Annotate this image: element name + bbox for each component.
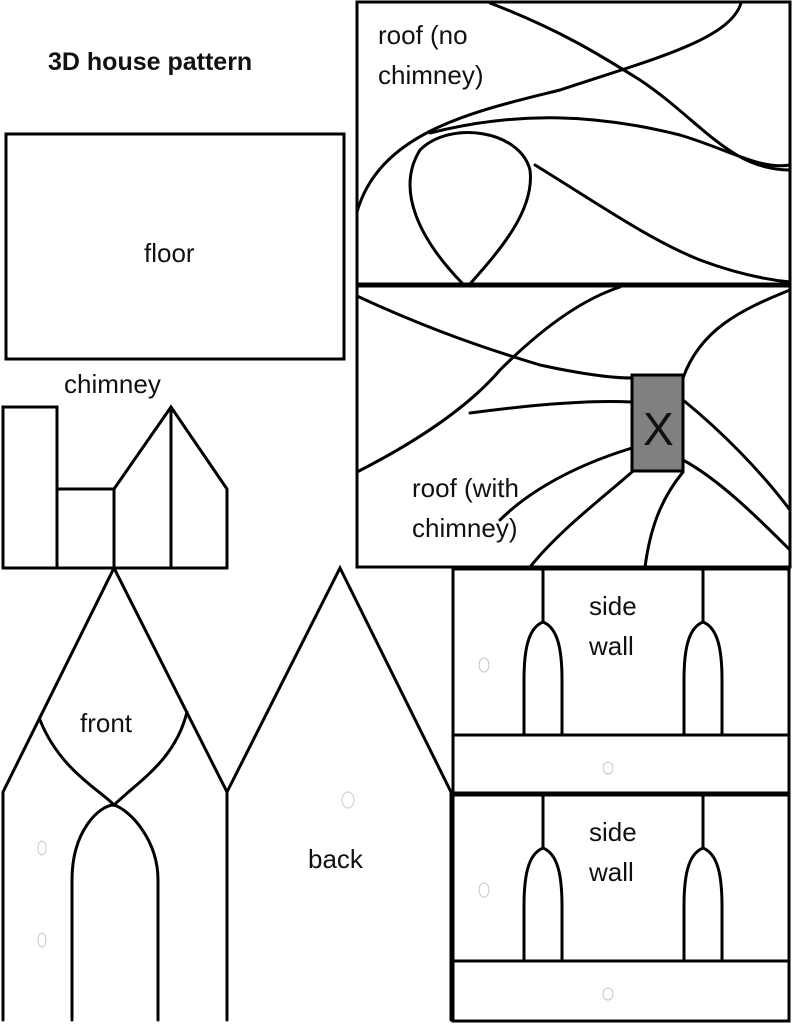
side-wall-2-label-line1: side — [589, 817, 637, 847]
roof-no-chimney-label-line2: chimney) — [378, 60, 483, 90]
roof-no-chimney-piece: roof (no chimney) — [355, 0, 792, 286]
roof-no-chimney-label-line1: roof (no — [378, 20, 468, 50]
side-wall-2-label-line2: wall — [588, 857, 634, 887]
side-wall-1-piece: side wall — [451, 567, 791, 795]
floor-label: floor — [144, 238, 195, 268]
roof-with-chimney-piece: roof (with chimney) X — [355, 284, 792, 569]
back-piece: back — [225, 564, 453, 1022]
chimney-hole-mark: X — [643, 403, 674, 455]
floor-piece: floor — [4, 132, 346, 361]
chimney-piece: chimney — [1, 369, 229, 570]
side-wall-1-label-line1: side — [589, 591, 637, 621]
roof-with-chimney-label-line1: roof (with — [412, 473, 519, 503]
chimney-hole — [630, 373, 685, 473]
page-title: 3D house pattern — [48, 48, 252, 76]
chimney-label: chimney — [64, 369, 161, 399]
side-wall-2-piece: side wall — [451, 793, 791, 1023]
side-wall-1-label-line2: wall — [588, 631, 634, 661]
faint-pencil-marks — [37, 657, 614, 1001]
front-label: front — [80, 708, 133, 738]
front-piece: front — [1, 564, 229, 1022]
back-label: back — [308, 844, 364, 874]
